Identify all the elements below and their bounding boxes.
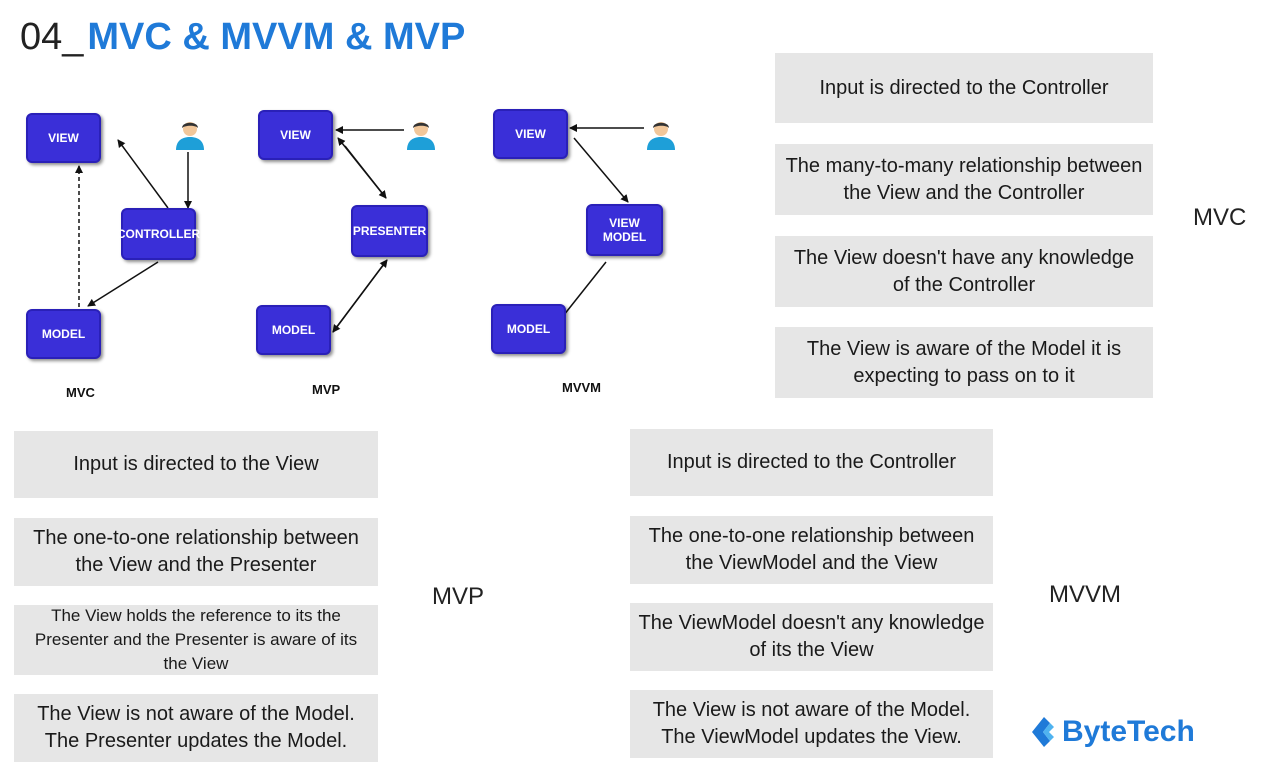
bytetech-logo: ByteTech	[1030, 710, 1263, 754]
bytetech-logo-icon	[1032, 717, 1054, 747]
mvc-model-box: MODEL	[26, 309, 101, 359]
mvvm-model-box: MODEL	[491, 304, 566, 354]
mvp-view-box: VIEW	[258, 110, 333, 160]
mvvm-user-icon	[647, 122, 675, 150]
mvp-model-box: MODEL	[256, 305, 331, 355]
mvc-group-label: MVC	[1193, 204, 1247, 231]
mvvm-view-box: VIEW	[493, 109, 568, 159]
architecture-diagrams: VIEW CONTROLLER MODEL VIEW PRESENTER MOD…	[0, 90, 770, 420]
diagram-arrows	[75, 124, 644, 333]
mvp-card-model: The View is not aware of the Model. The …	[14, 694, 378, 762]
mvp-presenter-to-model	[332, 259, 388, 333]
mvc-card-relationship: The many-to-many relationship between th…	[775, 144, 1153, 215]
mvc-view-box: VIEW	[26, 113, 101, 163]
mvp-diagram-caption: MVP	[312, 382, 341, 397]
mvc-diagram-caption: MVC	[66, 385, 95, 400]
mvp-card-reference: The View holds the reference to its the …	[14, 605, 378, 675]
mvvm-card-knowledge: The ViewModel doesn't any knowledge of i…	[630, 603, 993, 671]
mvvm-card-relationship: The one-to-one relationship between the …	[630, 516, 993, 584]
mvvm-diagram-caption: MVVM	[562, 380, 601, 395]
mvc-card-model-aware: The View is aware of the Model it is exp…	[775, 327, 1153, 398]
mvp-presenter-to-view	[337, 137, 387, 199]
mvc-user-icon	[176, 122, 204, 150]
mvp-user-icon	[407, 122, 435, 150]
mvc-card-view-knowledge: The View doesn't have any knowledge of t…	[775, 236, 1153, 307]
mvc-controller-to-model	[87, 261, 159, 307]
mvvm-card-model: The View is not aware of the Model. The …	[630, 690, 993, 758]
mvp-card-input: Input is directed to the View	[14, 431, 378, 498]
bytetech-logo-text: ByteTech	[1062, 715, 1195, 748]
mvc-controller-to-view	[117, 139, 169, 209]
page-title: 04_MVC & MVVM & MVP	[20, 14, 465, 60]
mvvm-viewmodel-box: VIEW MODEL	[586, 204, 663, 256]
mvc-card-input: Input is directed to the Controller	[775, 53, 1153, 123]
title-text: MVC & MVVM & MVP	[87, 16, 466, 58]
mvvm-view-to-viewmodel	[573, 137, 629, 203]
mvc-controller-box: CONTROLLER	[117, 208, 200, 260]
mvvm-group-label: MVVM	[1049, 581, 1121, 608]
title-number: 04_	[20, 16, 84, 58]
mvp-card-relationship: The one-to-one relationship between the …	[14, 518, 378, 586]
mvvm-card-input: Input is directed to the Controller	[630, 429, 993, 496]
mvp-group-label: MVP	[432, 583, 485, 610]
mvp-presenter-box: PRESENTER	[351, 205, 428, 257]
